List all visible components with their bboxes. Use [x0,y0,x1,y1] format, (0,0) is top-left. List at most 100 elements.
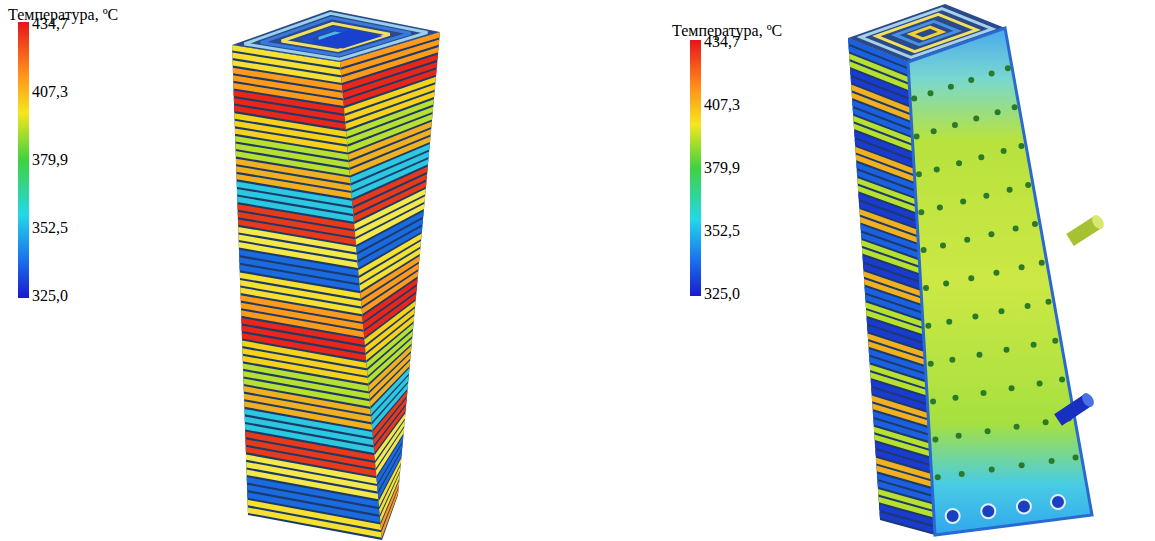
coil-loop [895,21,958,44]
plate-hole [934,166,940,172]
plate-hole [988,231,994,237]
plate-hole [993,270,999,276]
scale-tick: 434,7 [32,15,68,33]
plate-hole [1012,104,1018,110]
plate-hole [995,109,1001,115]
coil-block-right [848,4,1106,535]
plate-hole [923,285,929,291]
scale-tick: 325,0 [704,285,740,303]
bottom-hole [981,504,995,518]
plate-hole [1032,221,1038,227]
plate-hole [1025,303,1031,309]
plate-hole [946,319,952,325]
plate-hole [916,171,922,177]
plate-hole [960,199,966,205]
plate-hole [1045,299,1051,305]
plate-hole [989,467,995,473]
bottom-hole [1017,500,1031,514]
scale-tick: 407,3 [704,96,740,114]
end-plate [908,28,1092,535]
cold-spot [310,30,382,49]
nozzle-end [1090,213,1107,231]
plate-hole [931,128,937,134]
plate-hole [1031,342,1037,348]
plate-hole [989,71,995,77]
plate-hole [925,323,931,329]
plate-hole [1005,65,1011,71]
plate-hole [972,313,978,319]
plate-hole [1059,377,1065,383]
plate-hole [1009,385,1015,391]
plate-hole [1073,454,1079,460]
scale-tick: 407,3 [32,83,68,101]
plate-hole [956,433,962,439]
plate-hole [921,247,927,253]
plate-hole [981,390,987,396]
plate-hole [1013,225,1019,231]
plate-hole [1043,419,1049,425]
plate-hole [964,237,970,243]
coil-loop [911,27,942,39]
bottom-hole [1051,495,1065,509]
plate-hole [911,96,917,102]
plate-hole [1007,187,1013,193]
plate-hole [978,154,984,160]
plate-hole [914,133,920,139]
plate-hole [930,399,936,405]
plate-hole [943,281,949,287]
plate-hole [935,474,941,480]
plate-hole [948,84,954,90]
plate-hole [1037,380,1043,386]
coil-loop [244,13,427,59]
plate-hole [932,436,938,442]
scale-tick: 434,7 [704,33,740,51]
tube-front [248,507,382,537]
plate-hole [985,428,991,434]
scale-tick: 379,9 [32,151,68,169]
scale-tick: 325,0 [32,287,68,305]
plate-hole [952,395,958,401]
nozzle [1070,213,1106,240]
plate-hole [1018,143,1024,149]
plate-hole [928,361,934,367]
plate-hole [937,204,943,210]
plate-hole [956,160,962,166]
plate-hole [976,352,982,358]
plate-hole [1019,462,1025,468]
plate-hole [1049,458,1055,464]
plate-hole [998,308,1004,314]
plate-hole [949,357,955,363]
plate-hole [1039,260,1045,266]
plate-hole [952,122,958,128]
tube-side [381,488,398,538]
color-bar [18,22,29,298]
plate-hole [983,193,989,199]
coil-top [232,10,440,62]
bottom-hole [946,509,960,523]
scale-tick: 352,5 [704,222,740,240]
color-bar [690,40,701,296]
nozzle-end [1080,391,1097,409]
scale-tick: 379,9 [704,159,740,177]
tube-side-right [880,512,935,533]
plate-hole [968,275,974,281]
plate-hole [928,90,934,96]
plate-hole [1052,338,1058,344]
plate-hole [1014,424,1020,430]
scale-tick: 352,5 [32,219,68,237]
nozzle-body [1058,400,1088,420]
plate-hole [940,243,946,249]
plate-hole [973,116,979,122]
coil-block-left [232,10,440,540]
tube-side-ground [340,32,440,540]
plate-hole [959,471,965,477]
plate-hole [1019,264,1025,270]
plate-hole [1004,347,1010,353]
plate-hole [918,209,924,215]
plate-hole [968,77,974,83]
plate-hole [1025,182,1031,188]
plate-hole [1001,148,1007,154]
tube-side [381,480,400,530]
